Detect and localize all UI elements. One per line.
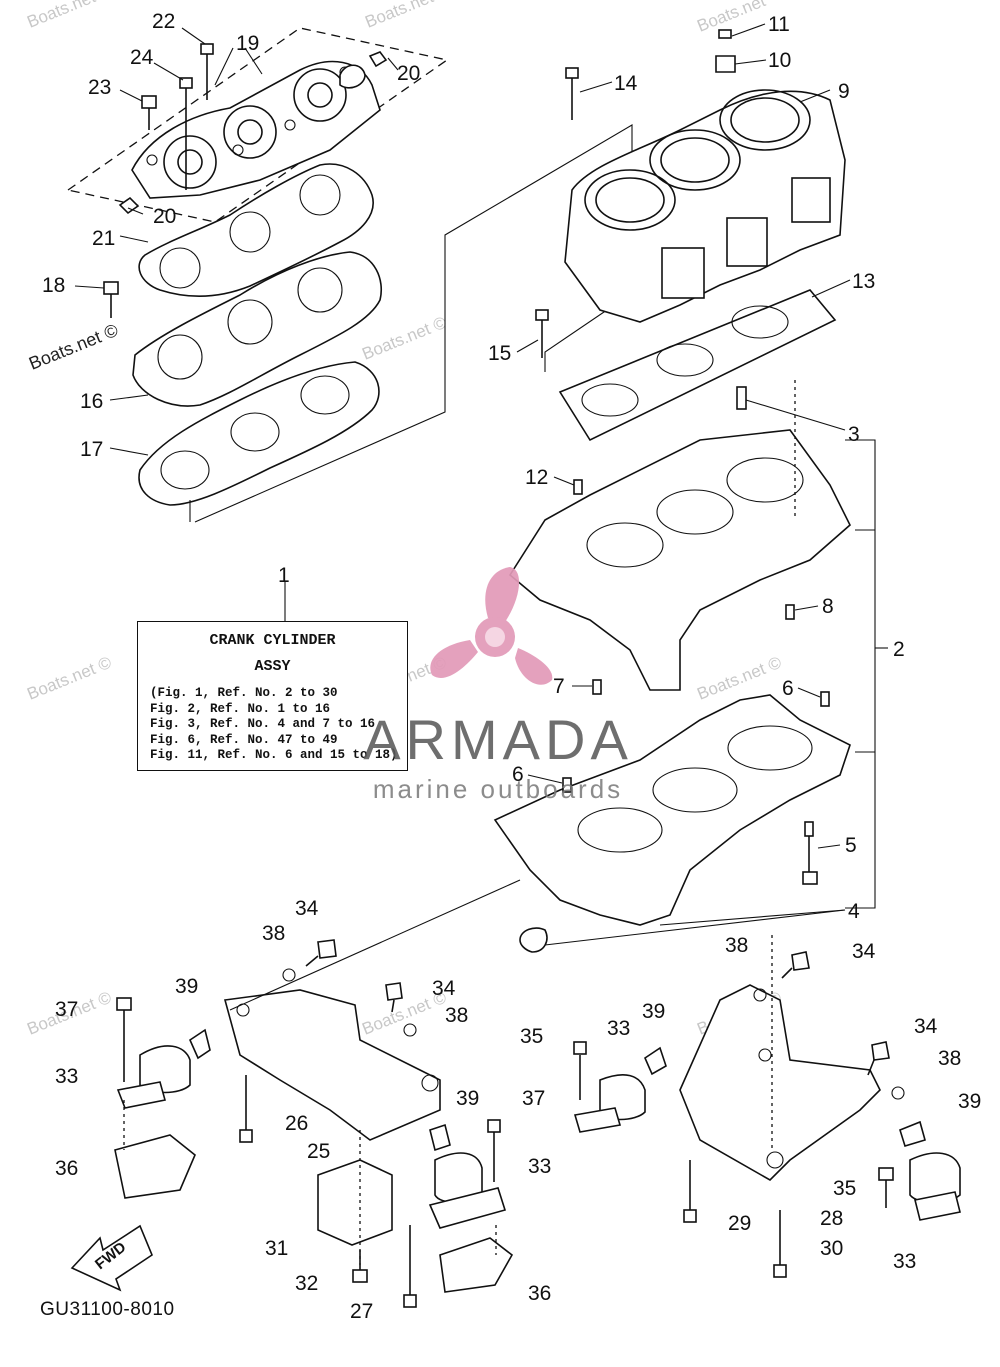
callout-1: 1 (278, 564, 290, 587)
watermark-site: Boats.net © (359, 313, 449, 364)
assembly-ref-list: (Fig. 1, Ref. No. 2 to 30 Fig. 2, Ref. N… (150, 686, 398, 764)
callout-27: 27 (350, 1300, 373, 1323)
mount-plate (439, 1237, 514, 1293)
assembly-subtitle: ASSY (254, 658, 291, 675)
callout-14: 14 (614, 72, 638, 95)
callout-18: 18 (42, 274, 65, 297)
mount-plate (114, 1134, 196, 1199)
callout-10: 10 (768, 49, 791, 72)
callout-24: 24 (130, 46, 154, 69)
watermark-site: Boats.net © (24, 653, 114, 704)
callout-3: 3 (848, 423, 860, 446)
callout-34: 34 (432, 977, 456, 1000)
callout-39: 39 (456, 1087, 479, 1110)
base-gasket-13 (558, 289, 837, 442)
callout-26: 26 (285, 1112, 308, 1135)
callout-33: 33 (607, 1017, 630, 1040)
watermark-site-dark: Boats.net © (26, 320, 121, 374)
callout-22: 22 (152, 10, 175, 33)
crankcase-lower-4 (493, 691, 851, 953)
assembly-ref: Fig. 11, Ref. No. 6 and 15 to 18) (150, 748, 398, 762)
watermark-site: Boats.net (362, 0, 436, 32)
callout-numbers: 1 2 3 4 5 6 6 7 8 9 10 11 12 13 14 15 16… (42, 10, 981, 1323)
callout-32: 32 (295, 1272, 318, 1295)
head-gasket-21 (138, 163, 374, 298)
callout-36: 36 (55, 1157, 78, 1180)
engine-mount-left-25 (223, 989, 441, 1308)
callout-7: 7 (553, 675, 565, 698)
callout-33: 33 (55, 1065, 78, 1088)
callout-34: 34 (295, 897, 319, 920)
cylinder-block-9 (535, 29, 846, 358)
callout-21: 21 (92, 227, 115, 250)
callout-35: 35 (833, 1177, 856, 1200)
callout-36: 36 (528, 1282, 551, 1305)
callout-29: 29 (728, 1212, 751, 1235)
assembly-ref: Fig. 2, Ref. No. 1 to 16 (150, 701, 331, 716)
assembly-title: CRANK CYLINDER (209, 632, 336, 649)
brand-tagline: marine outboards (372, 774, 624, 804)
watermark-site: Boats.net (24, 0, 98, 32)
crankcase-upper-3 (508, 386, 851, 695)
callout-34: 34 (914, 1015, 938, 1038)
callout-6: 6 (782, 677, 794, 700)
rubber-mounts-33 (114, 997, 961, 1293)
callout-20: 20 (153, 205, 176, 228)
assembly-reference-box: CRANK CYLINDER ASSY (Fig. 1, Ref. No. 2 … (137, 621, 408, 771)
head-cover-group (66, 27, 449, 223)
callout-5: 5 (845, 834, 857, 857)
callout-15: 15 (488, 342, 511, 365)
callout-38: 38 (938, 1047, 961, 1070)
callout-16: 16 (80, 390, 103, 413)
callout-37: 37 (55, 998, 78, 1021)
diagram-code: GU31100-8010 (40, 1299, 175, 1320)
callout-17: 17 (80, 438, 103, 461)
brand-watermark: ARMADA (363, 708, 633, 771)
engine-mount-right-28 (679, 984, 881, 1278)
callout-6: 6 (512, 763, 524, 786)
assembly-ref: Fig. 3, Ref. No. 4 and 7 to 16 (150, 717, 376, 731)
fwd-arrow-icon: FWD (70, 1224, 153, 1292)
callout-9: 9 (838, 80, 850, 103)
callout-20: 20 (397, 62, 420, 85)
callout-39: 39 (175, 975, 198, 998)
callout-39: 39 (642, 1000, 665, 1023)
propeller-logo-icon (430, 567, 553, 685)
callout-38: 38 (262, 922, 285, 945)
callout-38: 38 (445, 1004, 468, 1027)
leader-lines (74, 23, 851, 946)
callout-38: 38 (725, 934, 748, 957)
callout-19: 19 (236, 32, 259, 55)
callout-12: 12 (525, 466, 548, 489)
cylinder-head-16 (103, 251, 382, 407)
assembly-ref: Fig. 6, Ref. No. 47 to 49 (150, 732, 338, 747)
callout-4: 4 (848, 900, 860, 923)
callout-23: 23 (88, 76, 111, 99)
fasteners (188, 939, 926, 1152)
callout-28: 28 (820, 1207, 843, 1230)
head-gasket-17 (138, 361, 380, 506)
callout-30: 30 (820, 1237, 843, 1260)
callout-13: 13 (852, 270, 875, 293)
head-cover (131, 60, 381, 199)
callout-33: 33 (893, 1250, 916, 1273)
callout-11: 11 (768, 13, 790, 36)
callout-31: 31 (265, 1237, 288, 1260)
callout-35: 35 (520, 1025, 543, 1048)
callout-8: 8 (822, 595, 834, 618)
callout-2: 2 (893, 638, 905, 661)
callout-34: 34 (852, 940, 876, 963)
callout-39: 39 (958, 1090, 981, 1113)
callout-37: 37 (522, 1087, 545, 1110)
callout-33: 33 (528, 1155, 551, 1178)
callout-25: 25 (307, 1140, 330, 1163)
assembly-ref: (Fig. 1, Ref. No. 2 to 30 (150, 686, 338, 700)
